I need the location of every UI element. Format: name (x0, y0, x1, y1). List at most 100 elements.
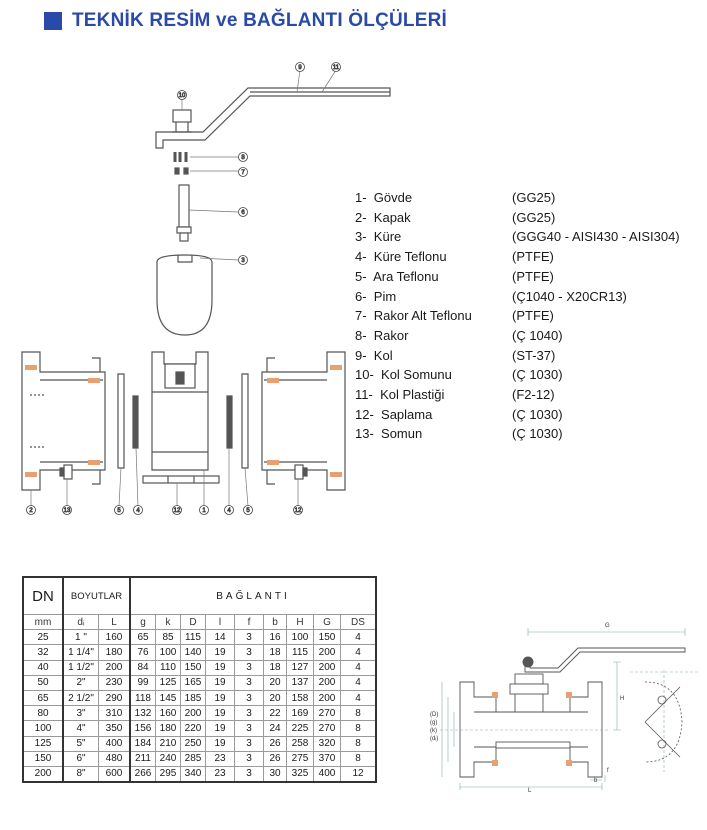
table-cell: 3 (234, 674, 264, 691)
part-row: 10- Kol Somunu(Ç 1030) (355, 365, 707, 385)
svg-text:7: 7 (241, 170, 245, 176)
svg-text:11: 11 (333, 65, 340, 71)
table-cell: 200 (313, 674, 341, 691)
table-cell: 40 (22, 659, 64, 676)
table-cell: 310 (98, 705, 131, 722)
part-name: 13- Somun (355, 426, 423, 442)
table-cell: 4 (340, 659, 377, 676)
table-cell: 180 (155, 720, 181, 737)
rakor-parts (173, 152, 188, 162)
part-material: (Ç 1030) (512, 426, 563, 442)
table-cell: 184 (129, 735, 156, 752)
table-cell: 23 (205, 765, 235, 783)
table-cell: 115 (180, 629, 206, 646)
svg-text:12: 12 (295, 508, 302, 514)
table-cell: 225 (286, 720, 314, 737)
stem-pin (178, 184, 190, 228)
table-cell: 65 (129, 629, 156, 646)
dim-label-g: G (605, 623, 610, 629)
table-cell: 137 (286, 674, 314, 691)
part-row: 8- Rakor(Ç 1040) (355, 326, 707, 346)
table-cell: 24 (263, 720, 287, 737)
table-cell: 200 (180, 705, 206, 722)
handle-lever (155, 87, 391, 149)
svg-text:10: 10 (179, 93, 186, 99)
table-cell: 3 (234, 765, 264, 783)
part-material: (ST-37) (512, 347, 556, 363)
callout-13: 13 (62, 505, 72, 515)
unit-cell: D (180, 613, 206, 631)
page-header: TEKNİK RESİM ve BAĞLANTI ÖLÇÜLERİ (44, 8, 447, 34)
part-row: 12- Saplama (Ç 1030) (355, 405, 707, 425)
table-cell: 160 (98, 629, 131, 646)
table-cell: 84 (129, 659, 156, 676)
callout-7: 7 (238, 167, 248, 177)
ball (156, 254, 213, 336)
callout-5b: 5 (243, 505, 253, 515)
nut-right (294, 464, 304, 480)
table-cell: 140 (180, 644, 206, 661)
table-cell: 285 (180, 750, 206, 767)
part-material: (GG25) (512, 209, 556, 225)
part-row: 1- Gövde(GG25) (355, 188, 707, 208)
dim-label-l: L (528, 788, 532, 792)
gasket-left-outer (117, 373, 125, 469)
table-cell: 350 (98, 720, 131, 737)
table-cell: 19 (205, 705, 235, 722)
svg-text:5: 5 (246, 508, 250, 514)
part-material: (Ç 1040) (512, 327, 563, 343)
part-name: 10- Kol Somunu (355, 367, 452, 383)
header-boyutlar: BOYUTLAR (62, 576, 131, 615)
table-cell: 240 (155, 750, 181, 767)
svg-text:13: 13 (64, 508, 71, 514)
dim-label-f: f (607, 768, 609, 774)
table-cell: 210 (155, 735, 181, 752)
svg-text:9: 9 (298, 65, 302, 71)
svg-text:12: 12 (174, 508, 181, 514)
table-cell: 200 (313, 659, 341, 676)
callout-6: 6 (238, 207, 248, 217)
part-name: 12- Saplama (355, 406, 433, 422)
callout-12: 12 (172, 505, 182, 515)
table-cell: 250 (180, 735, 206, 752)
part-row: 5- Ara Teflonu(PTFE) (355, 267, 707, 287)
table-cell: 266 (129, 765, 156, 783)
unit-cell: H (286, 613, 314, 631)
table-cell: 3 (234, 689, 264, 707)
table-cell: 100 (155, 644, 181, 661)
table-cell: 100 (22, 720, 64, 737)
ball-seat-left (132, 395, 139, 449)
table-cell: 340 (180, 765, 206, 783)
callout-5: 5 (114, 505, 124, 515)
table-cell: 270 (313, 720, 341, 737)
table-cell: 6" (62, 750, 99, 767)
table-cell: 8 (340, 720, 377, 737)
part-row: 3- Küre(GGG40 - AISI430 - AISI304) (355, 227, 707, 247)
svg-text:6: 6 (241, 210, 245, 216)
table-cell: 320 (313, 735, 341, 752)
part-material: (Ç 1030) (512, 406, 563, 422)
table-cell: 4 (340, 689, 377, 707)
part-row: 4- Küre Teflonu(PTFE) (355, 247, 707, 267)
parts-list: 1- Gövde(GG25)2- Kapak(GG25)3- Küre(GGG4… (355, 188, 707, 444)
table-cell: 211 (129, 750, 156, 767)
table-cell: 295 (155, 765, 181, 783)
table-cell: 23 (205, 750, 235, 767)
dim-label-h: H (620, 696, 624, 702)
valve-body (142, 351, 220, 484)
part-material: (PTFE) (512, 249, 554, 265)
page-title: TEKNİK RESİM ve BAĞLANTI ÖLÇÜLERİ (72, 10, 448, 31)
table-cell: 200 (22, 765, 64, 783)
table-cell: 400 (98, 735, 131, 752)
table-cell: 80 (22, 705, 64, 722)
table-cell: 1 " (62, 629, 99, 646)
unit-cell: mm (22, 613, 64, 631)
table-cell: 100 (286, 629, 314, 646)
table-cell: 16 (263, 629, 287, 646)
callout-11: 11 (331, 62, 341, 72)
table-cell: 20 (263, 674, 287, 691)
unit-cell: b (263, 613, 287, 631)
